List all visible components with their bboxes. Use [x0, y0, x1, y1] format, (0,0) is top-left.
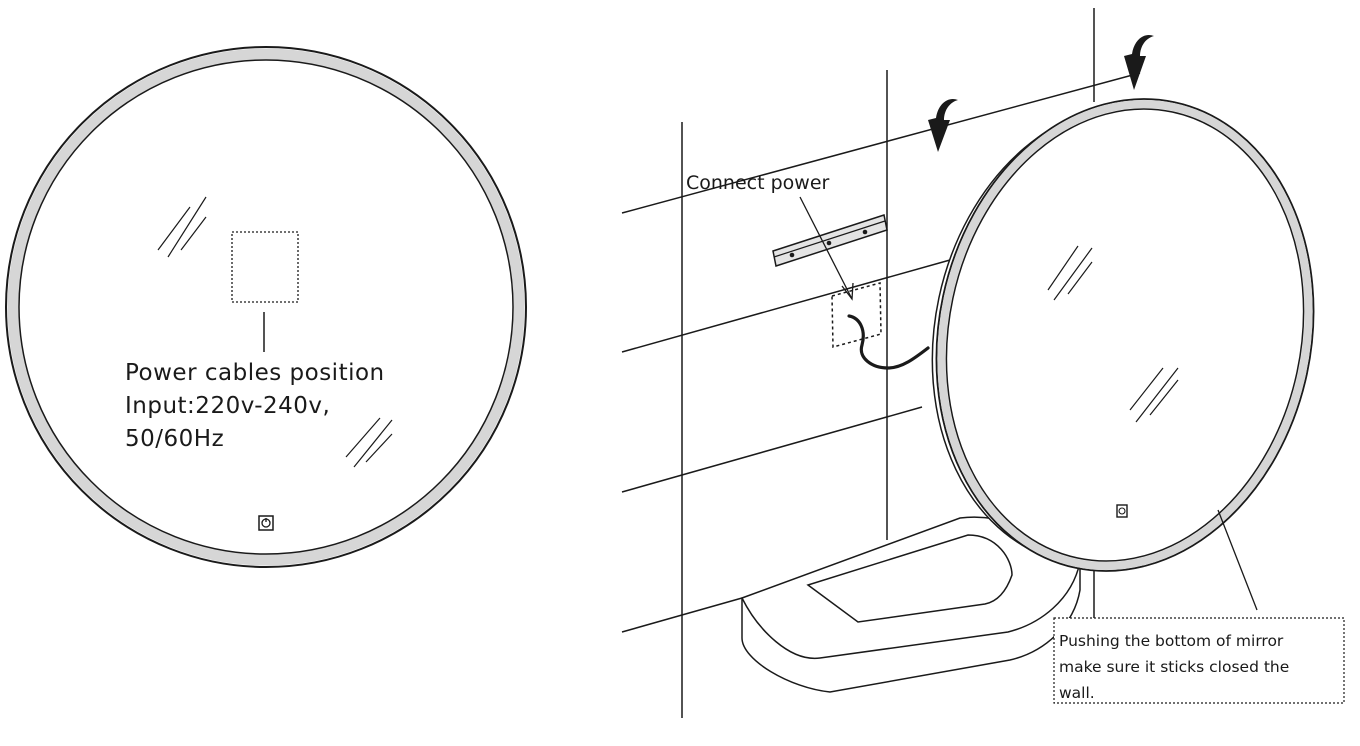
- perspective-lines: [621, 72, 1141, 633]
- mirror-glass-edge-angled: [945, 108, 1305, 562]
- power-cable-box: [231, 231, 299, 303]
- mirror-frame-band: [7, 48, 525, 566]
- power-label-line3: 50/60Hz: [125, 426, 224, 452]
- power-label-line1: Power cables position: [125, 360, 385, 386]
- mirror-glass-edge: [18, 59, 514, 555]
- wall-power-box: [831, 282, 882, 348]
- glass-reflection-bottom-angled: [1129, 367, 1179, 423]
- push-note-box: [1053, 617, 1345, 704]
- glass-reflection-top-angled: [1047, 245, 1093, 301]
- connect-power-arrow: [799, 196, 854, 301]
- touch-switch-icon: [1116, 504, 1128, 518]
- mirror-angled: [931, 98, 1315, 572]
- rotate-arrow-icon: [928, 98, 958, 152]
- wall-bracket-icon: [772, 214, 888, 267]
- touch-switch-icon: [258, 515, 274, 531]
- mirror-outer-rim: [5, 46, 527, 568]
- push-note-line1: Pushing the bottom of mirror: [1059, 632, 1284, 650]
- glass-reflection-top: [157, 196, 207, 258]
- push-note-line2: make sure it sticks closed the: [1059, 658, 1289, 676]
- push-note-line3: wall.: [1059, 684, 1095, 702]
- basin: [740, 516, 1081, 693]
- mirror-outer-rim-angled: [935, 98, 1315, 572]
- power-label-line2: Input:220v-240v,: [125, 393, 330, 419]
- connect-power-label: Connect power: [686, 172, 830, 194]
- installation-view: Connect power: [621, 8, 1345, 718]
- push-note-leader: [1217, 509, 1258, 611]
- front-mirror-view: Power cables position Input:220v-240v, 5…: [5, 46, 527, 568]
- rotate-arrow-icon: [1124, 34, 1154, 90]
- mirror-frame-band-angled: [937, 100, 1313, 570]
- power-cable: [847, 314, 930, 370]
- glass-reflection-bottom: [345, 417, 393, 468]
